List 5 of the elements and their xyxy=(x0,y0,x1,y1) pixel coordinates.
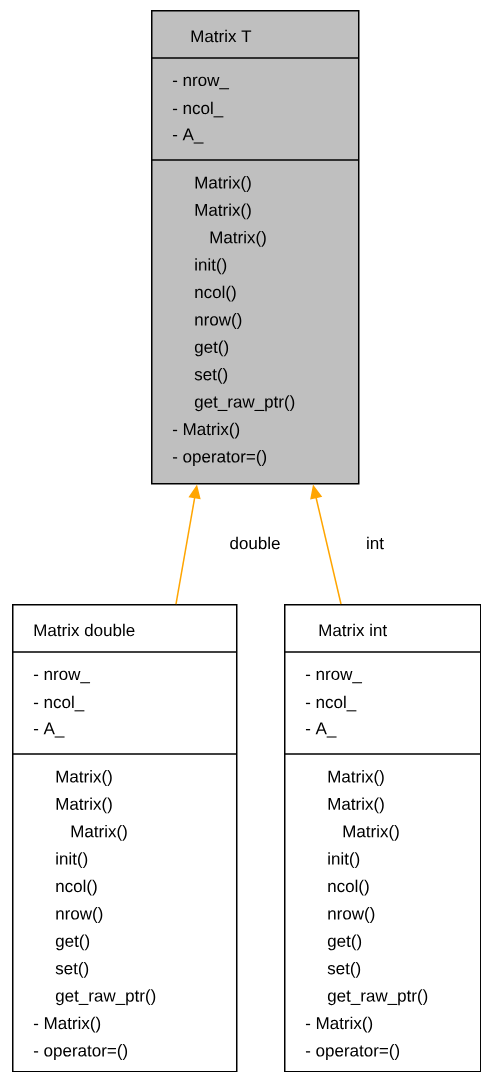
class-box: Matrix double - nrow_ - ncol_ - A_ Matrix() Matrix() Matrix() init() ncol() nrow() get() set() get_raw_ptr() - Matrix() - operator=() xyxy=(11,604,238,1072)
class-box: Matrix T - nrow_ - ncol_ - A_ Matrix() Matrix() Matrix() init() ncol() nrow() get() set() get_raw_ptr() - Matrix() - operator=() xyxy=(150,10,360,485)
edge-label: double xyxy=(228,535,282,551)
class-box: Matrix int - nrow_ - ncol_ - A_ Matrix() Matrix() Matrix() init() ncol() nrow() get() set() get_raw_ptr() - Matrix() - operator=() xyxy=(283,604,481,1072)
edge-label: int xyxy=(365,535,385,551)
